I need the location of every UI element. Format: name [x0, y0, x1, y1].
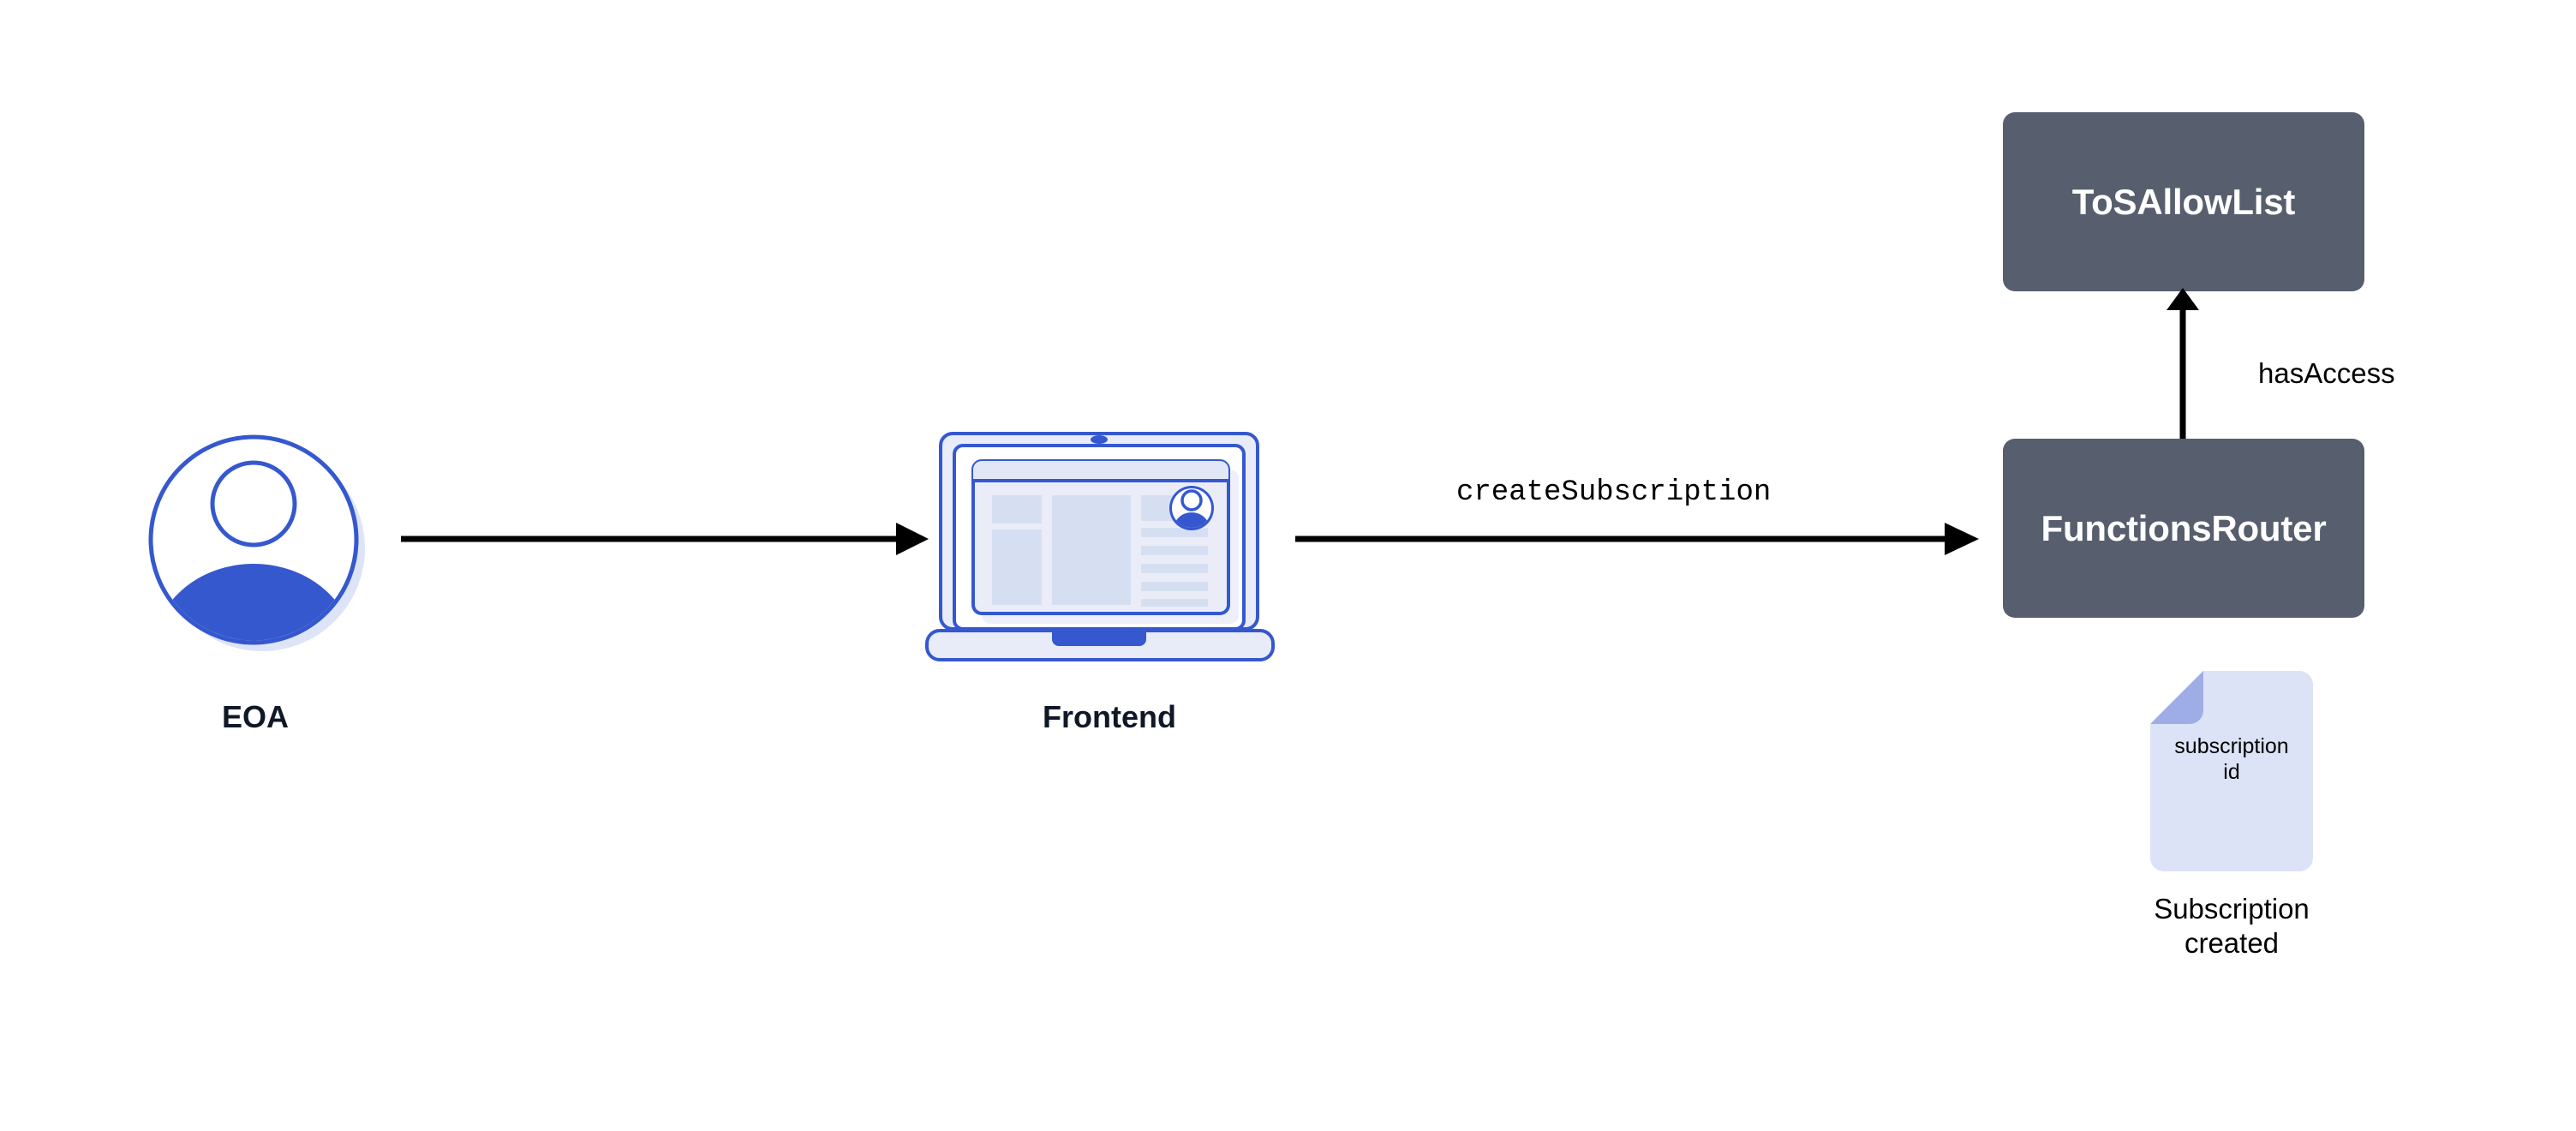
- node-tos-allow-list-label: ToSAllowList: [2071, 181, 2296, 222]
- eoa-label: EOA: [221, 699, 289, 734]
- node-tos-allow-list[interactable]: ToSAllowList: [2003, 112, 2364, 291]
- arrow-functions-router-to-tos-allow-list: [2163, 288, 2202, 442]
- user-avatar-icon: [148, 434, 365, 651]
- node-functions-router[interactable]: FunctionsRouter: [2003, 439, 2364, 618]
- frontend-label: Frontend: [1043, 699, 1176, 734]
- doc-caption-line-1: Subscription: [2154, 893, 2310, 925]
- arrow-frontend-to-functions-router: [1295, 519, 1981, 559]
- doc-inner-line-1: subscription: [2174, 734, 2289, 758]
- doc-caption-line-2: created: [2184, 927, 2280, 960]
- subscription-document-inner-text: subscription id: [2152, 734, 2311, 785]
- subscription-document-icon[interactable]: subscription id: [2150, 671, 2313, 871]
- doc-inner-line-2: id: [2223, 759, 2240, 784]
- node-functions-router-label: FunctionsRouter: [2041, 507, 2327, 548]
- subscription-created-caption: Subscription created: [2095, 892, 2369, 961]
- screen-avatar-icon: [1169, 486, 1214, 530]
- arrow-eoa-to-frontend: [401, 519, 932, 559]
- edge-label-has-access: hasAccess: [2258, 357, 2395, 389]
- laptop-icon: [925, 432, 1275, 661]
- eoa-actor[interactable]: [127, 422, 384, 661]
- frontend-actor[interactable]: [925, 428, 1294, 673]
- edge-label-create-subscription: createSubscription: [1456, 476, 1772, 509]
